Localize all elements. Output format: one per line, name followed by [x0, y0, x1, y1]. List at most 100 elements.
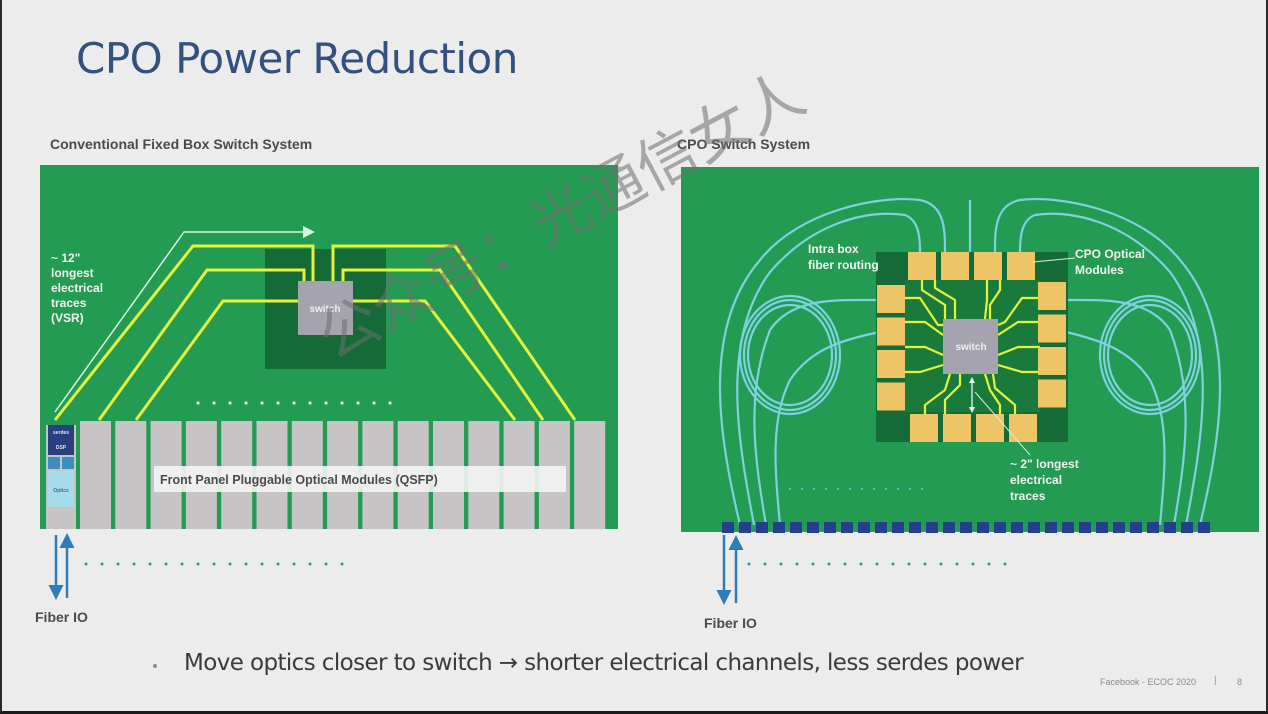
- fiber-label-line: Intra box: [808, 242, 859, 256]
- cpo-module: [1038, 314, 1066, 343]
- dot: [260, 562, 264, 566]
- cpo-trace: [997, 345, 1040, 357]
- fiber-connector: [841, 522, 853, 533]
- dsp-label: DSP: [56, 445, 67, 451]
- front-panel-connectors: [722, 522, 1210, 533]
- dot: [812, 487, 816, 491]
- fiber-connector: [1164, 522, 1176, 533]
- window-frame-left: [0, 0, 2, 714]
- fiber: [1065, 330, 1166, 526]
- dot: [148, 562, 152, 566]
- cpo-trace: [933, 280, 957, 319]
- cpo-trace: [983, 280, 989, 320]
- dot: [896, 487, 900, 491]
- window-frame-right: [1266, 0, 1268, 714]
- cpo-module: [1038, 379, 1066, 408]
- fiber-connector: [1130, 522, 1142, 533]
- module-banner-bg: [154, 466, 566, 492]
- trace-label-line: (VSR): [51, 311, 84, 325]
- dot: [955, 562, 959, 566]
- cpo-module: [1038, 347, 1066, 375]
- left-fiber-io-label: Fiber IO: [35, 609, 88, 625]
- dot: [884, 487, 888, 491]
- fiber-connector: [1147, 522, 1159, 533]
- cpo-module: [877, 382, 905, 411]
- dot: [100, 562, 104, 566]
- short-trace-label-line: ~ 2" longest: [1010, 457, 1079, 471]
- fiber-connector: [722, 522, 734, 533]
- fiber-connector: [1113, 522, 1125, 533]
- fiber-connector: [1096, 522, 1108, 533]
- dot: [340, 401, 344, 405]
- page-number: 8: [1237, 677, 1243, 687]
- cpo-module: [877, 350, 905, 378]
- left-switch-chip: [298, 281, 353, 335]
- fiber-connector: [790, 522, 802, 533]
- cpo-trace: [905, 363, 944, 374]
- cpo-switch-label: switch: [955, 342, 986, 353]
- cpo-trace: [997, 363, 1040, 374]
- fiber-connector: [994, 522, 1006, 533]
- window-frame-bottom: [0, 711, 1268, 714]
- dot: [843, 562, 847, 566]
- fiber-connector: [960, 522, 972, 533]
- footer-source: Facebook - ECOC 2020: [1100, 677, 1197, 687]
- left-dots: [196, 401, 392, 405]
- right-bottom-dots: [747, 562, 1007, 566]
- dot: [971, 562, 975, 566]
- fiber-connector: [824, 522, 836, 533]
- cpo-module: [910, 414, 938, 442]
- fiber-connector: [1062, 522, 1074, 533]
- dot: [800, 487, 804, 491]
- left-trace: [53, 244, 315, 421]
- dot: [292, 562, 296, 566]
- fiber-connector: [909, 522, 921, 533]
- cpo-trace: [997, 320, 1040, 336]
- left-bottom-dots: [84, 562, 344, 566]
- dot: [891, 562, 895, 566]
- dot: [763, 562, 767, 566]
- dot: [872, 487, 876, 491]
- dot: [212, 401, 216, 405]
- dot: [196, 401, 200, 405]
- fiber-connector: [1011, 522, 1023, 533]
- cpo-module: [1038, 282, 1066, 310]
- pluggable-module: [80, 421, 111, 529]
- cpo-module: [976, 414, 1004, 442]
- fiber-connector: [858, 522, 870, 533]
- serdes-label: serdes: [53, 430, 69, 436]
- dot: [84, 562, 88, 566]
- bullet-marker: [153, 664, 157, 668]
- dot: [228, 401, 232, 405]
- footer-separator: |: [1214, 675, 1217, 686]
- short-trace-label-line: traces: [1010, 489, 1046, 503]
- fiber-connector: [1045, 522, 1057, 533]
- fiber-connector: [875, 522, 887, 533]
- dot: [908, 487, 912, 491]
- fiber-coil: [746, 303, 834, 407]
- fiber-connector: [1181, 522, 1193, 533]
- rx-block: [48, 457, 60, 469]
- dot: [836, 487, 840, 491]
- dot: [811, 562, 815, 566]
- cpo-electrical-traces: [905, 280, 1040, 414]
- dot: [132, 562, 136, 566]
- dot: [196, 562, 200, 566]
- dot: [827, 562, 831, 566]
- trace-length-arrow: [54, 226, 315, 413]
- dot: [875, 562, 879, 566]
- left-electrical-traces: [53, 244, 577, 421]
- serdes-dsp-block: [48, 425, 74, 455]
- fiber-connector: [1028, 522, 1040, 533]
- fiber: [774, 330, 881, 526]
- fiber: [736, 212, 922, 526]
- cpo-module: [943, 414, 971, 442]
- dot: [308, 562, 312, 566]
- dot: [859, 562, 863, 566]
- cpo-callout-line: [1032, 257, 1076, 263]
- dot: [324, 401, 328, 405]
- right-diagram-heading: CPO Switch System: [677, 136, 811, 152]
